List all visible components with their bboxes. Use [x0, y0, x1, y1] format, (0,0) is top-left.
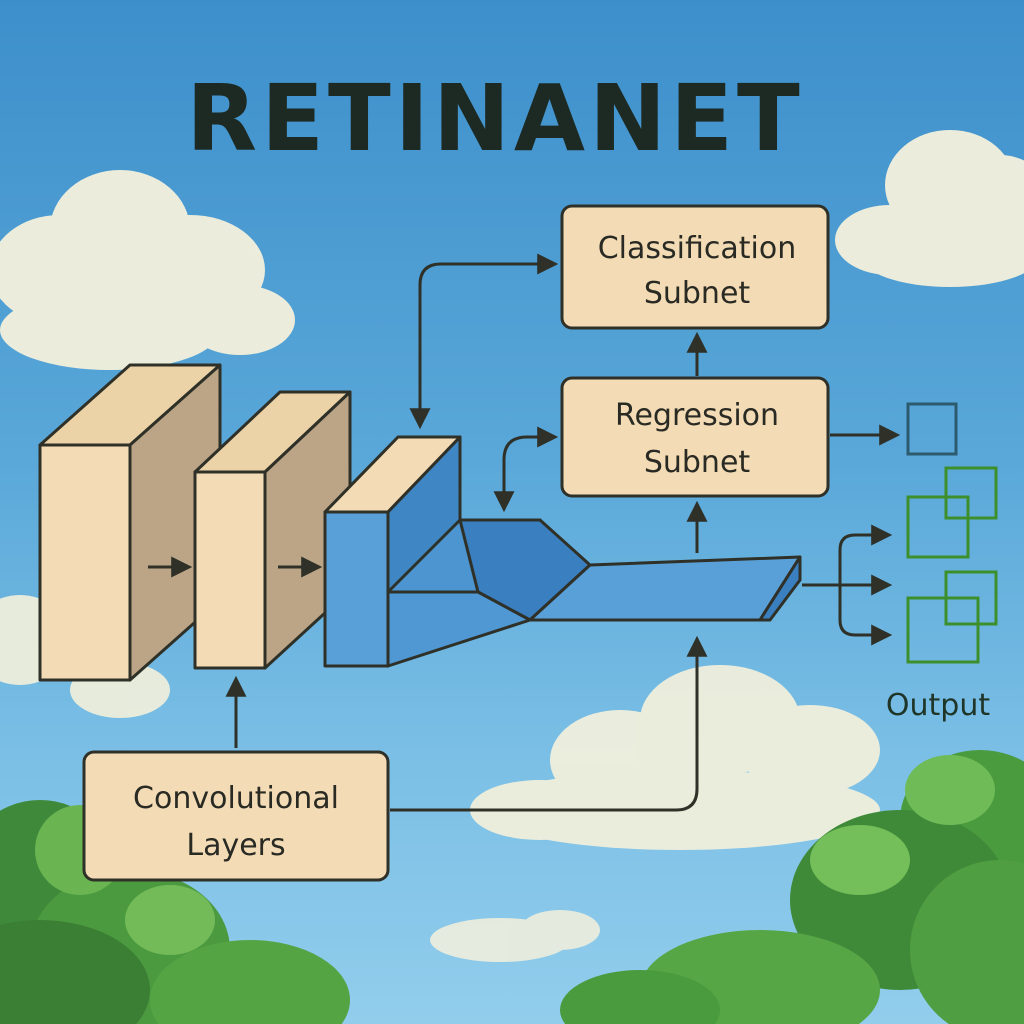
regression-subnet-box: Regression Subnet	[560, 376, 830, 498]
classification-subnet-box: Classification Subnet	[560, 204, 830, 330]
convolutional-layers-line2: Layers	[186, 828, 285, 863]
classification-subnet-line2: Subnet	[644, 276, 751, 311]
classification-subnet-line1: Classification	[598, 231, 797, 266]
output-box-pair-top	[906, 466, 998, 559]
arrow-conv-bar	[390, 635, 708, 812]
output-box-1	[906, 402, 958, 456]
convolutional-layers-box: Convolutional Layers	[82, 750, 390, 882]
feature-output-bar	[528, 555, 802, 622]
tree-right	[560, 750, 1024, 1024]
output-box-pair-bottom	[906, 570, 998, 664]
cloud-center	[470, 665, 880, 850]
tree-left	[0, 800, 350, 1024]
convolutional-layers-line1: Convolutional	[133, 781, 339, 816]
cloud-bottom	[430, 910, 600, 962]
arrow-block3-classification	[409, 253, 559, 430]
feature-block-1	[38, 363, 222, 682]
cloud-right	[835, 130, 1024, 287]
diagram-title: RETINANET	[186, 65, 803, 172]
regression-subnet-line2: Subnet	[644, 445, 751, 480]
arrow-pyramid-regression	[493, 426, 559, 513]
arrow-output-top	[838, 524, 893, 585]
arrow-output-bottom	[838, 585, 893, 646]
feature-pyramid	[386, 518, 592, 668]
cloud-left	[0, 170, 295, 370]
output-label: Output	[886, 688, 990, 723]
regression-subnet-line1: Regression	[615, 398, 779, 433]
